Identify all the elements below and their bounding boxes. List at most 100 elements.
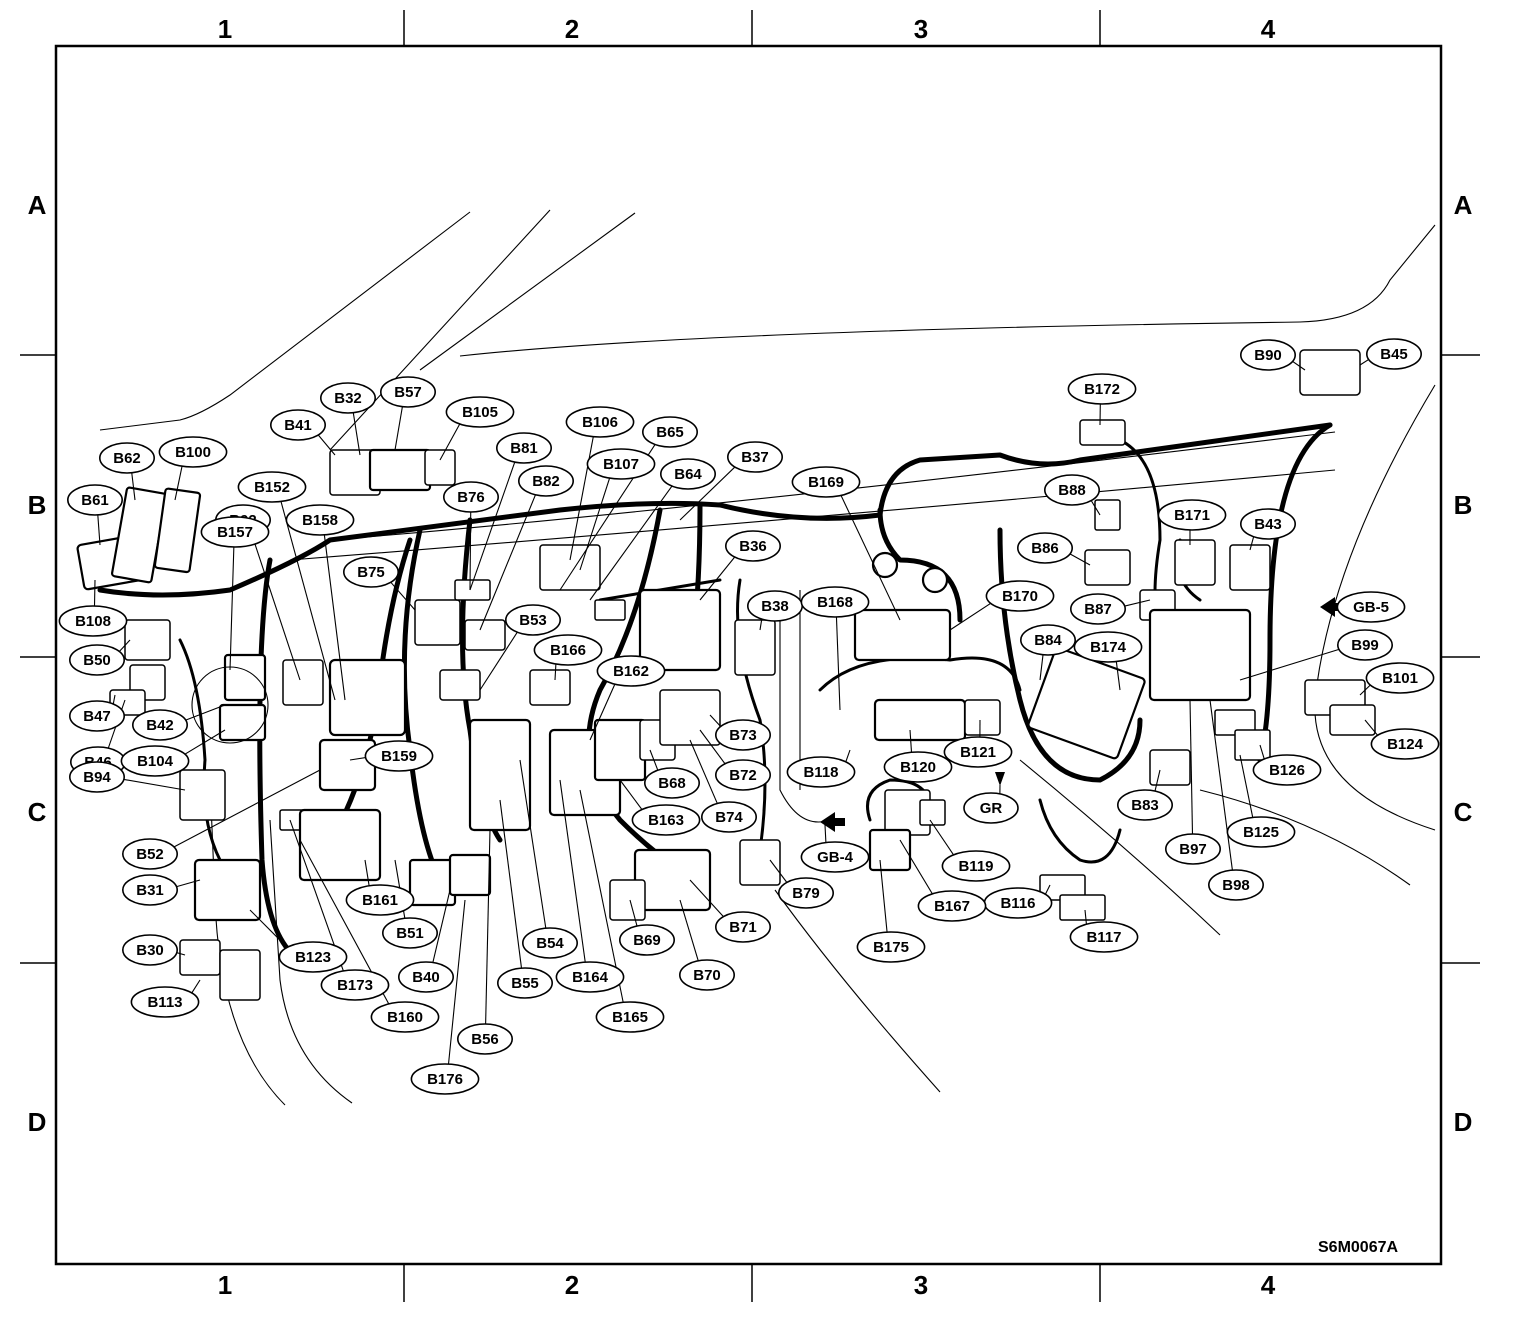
connector-label: B168: [800, 586, 870, 618]
connector-label-text: B169: [808, 474, 844, 491]
connector-label-text: B117: [1086, 929, 1121, 946]
connector-label: B41: [269, 409, 326, 441]
connector-label-text: B56: [471, 1031, 499, 1048]
connector-label-oval: [565, 406, 635, 438]
connector-label: B94: [69, 761, 126, 793]
connector-label: B47: [69, 700, 126, 732]
connector-label-text: B81: [510, 440, 538, 457]
connector-label: B166: [533, 634, 603, 666]
connector-label-oval: [379, 376, 436, 408]
connector-label-oval: [985, 580, 1055, 612]
connector-label-oval: [714, 719, 771, 751]
connector-leader: [431, 889, 451, 965]
grid-column-label: 4: [1261, 14, 1276, 44]
connector-label-text: B88: [1058, 482, 1086, 499]
ground-label-oval: [800, 841, 870, 873]
connector-label-oval: [917, 890, 987, 922]
connector-label-oval: [1370, 728, 1440, 760]
connector-label: B164: [555, 961, 625, 993]
connector-label-oval: [495, 432, 552, 464]
ground-arrows: [820, 597, 1345, 832]
connector-label: B36: [724, 530, 781, 562]
grid-row-label: C: [1454, 797, 1473, 827]
connector-label-oval: [269, 409, 326, 441]
connector-label-text: B83: [1131, 797, 1159, 814]
connector-label: B125: [1226, 816, 1296, 848]
connector-leader: [569, 435, 595, 561]
connector-label-text: B30: [136, 942, 164, 959]
connector-leader: [579, 476, 611, 571]
connector-label-text: B74: [715, 809, 743, 826]
grid-column-label: 3: [914, 1270, 928, 1300]
connector-label-oval: [410, 1063, 480, 1095]
connector-label: B113: [130, 986, 200, 1018]
connector-label: B161: [345, 884, 415, 916]
connector-label: B79: [777, 877, 834, 909]
connector-label-text: B86: [1031, 540, 1059, 557]
connector-leader: [229, 545, 235, 671]
connector-label-text: B37: [741, 449, 769, 466]
connector-leader: [182, 729, 226, 757]
connector-leader: [949, 601, 994, 631]
leader-lines: [93, 357, 1380, 1066]
connector-label-text: B160: [387, 1009, 423, 1026]
connector-leader: [131, 471, 136, 501]
connector-label-oval: [345, 884, 415, 916]
connector-label: B165: [595, 1001, 665, 1033]
connector-label-oval: [69, 644, 126, 676]
connector-label: B37: [726, 441, 783, 473]
connector-leader: [689, 879, 726, 919]
ground-label-text: GB-4: [817, 849, 853, 866]
connector-label-oval: [456, 1023, 513, 1055]
connector-label: B105: [445, 396, 515, 428]
connector-label: B68: [643, 767, 700, 799]
connector-label: B167: [917, 890, 987, 922]
connector-label-oval: [278, 941, 348, 973]
connector-label-oval: [58, 605, 128, 637]
connector-leader: [709, 714, 723, 729]
connector-leader: [352, 411, 361, 456]
connector-label-oval: [596, 655, 666, 687]
connector-label-oval: [1240, 339, 1297, 371]
connector-leader: [249, 909, 290, 950]
connector-label-text: B32: [334, 390, 362, 407]
connector-label: B53: [504, 604, 561, 636]
connector-label: B124: [1370, 728, 1440, 760]
connector-leader: [909, 729, 913, 754]
connector-label-oval: [319, 382, 376, 414]
connector-label-text: B126: [1269, 762, 1305, 779]
connector-label-oval: [1366, 338, 1423, 370]
connector-label-text: B166: [550, 642, 586, 659]
connector-label-oval: [714, 759, 771, 791]
connector-label-text: B173: [337, 977, 373, 994]
connector-label-text: B55: [511, 975, 539, 992]
connector-label-text: B125: [1243, 824, 1279, 841]
connector-label-oval: [618, 924, 675, 956]
connector-label-oval: [786, 756, 856, 788]
connector-label-text: B31: [136, 882, 164, 899]
connector-label: B55: [496, 967, 553, 999]
connector-label-text: B113: [147, 994, 182, 1011]
connector-label: B152: [237, 471, 307, 503]
connector-leader: [93, 579, 96, 608]
connector-label-oval: [285, 504, 355, 536]
connector-leader: [1154, 769, 1161, 793]
connector-leader: [121, 778, 186, 791]
connector-leader: [1067, 552, 1091, 566]
ground-label-text: GB-5: [1353, 599, 1389, 616]
connector-label: B119: [941, 850, 1011, 882]
connector-label: B64: [659, 458, 716, 490]
connector-label-oval: [791, 466, 861, 498]
connector-label-text: B38: [761, 598, 789, 615]
connector-label-text: B119: [958, 858, 993, 875]
connector-label-text: B120: [900, 759, 936, 776]
connector-label-text: B171: [1174, 507, 1210, 524]
connector-label-oval: [67, 484, 124, 516]
drawing-code: S6M0067A: [1318, 1239, 1398, 1256]
connector-label-text: B161: [362, 892, 398, 909]
connector-label-text: B45: [1380, 346, 1408, 363]
connector-label-oval: [445, 396, 515, 428]
connector-label-text: B164: [572, 969, 609, 986]
connector-label: B108: [58, 605, 128, 637]
connector-leader: [649, 749, 659, 772]
